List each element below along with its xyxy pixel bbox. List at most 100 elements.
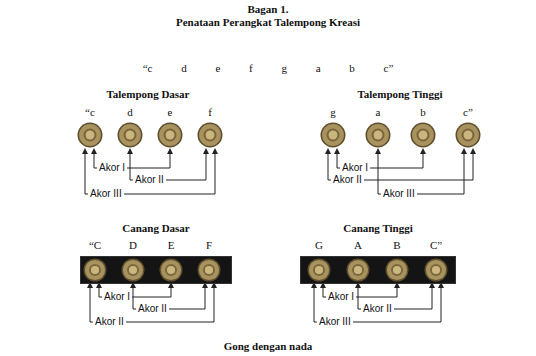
- gong-boss: [167, 266, 175, 274]
- gong-boss: [206, 131, 215, 140]
- group-heading: Talempong Tinggi: [357, 88, 442, 101]
- gong-ring: [165, 264, 177, 276]
- gong-ring: [327, 129, 340, 142]
- group-heading: Canang Dasar: [122, 222, 190, 235]
- arrow-head: [334, 148, 340, 154]
- gong-ring: [313, 264, 325, 276]
- gong-picture: [424, 258, 448, 282]
- gong-node: “c: [77, 122, 103, 148]
- gong-node: d: [117, 122, 143, 148]
- gong-ring: [127, 264, 139, 276]
- gong-node: g: [320, 122, 346, 148]
- gong-picture: [157, 122, 183, 148]
- gong-picture: [117, 122, 143, 148]
- arrow-head: [203, 148, 209, 154]
- gong-rim: [198, 123, 223, 148]
- gong-node: A: [346, 258, 370, 282]
- gong-rim: [308, 259, 331, 282]
- arrow-head: [420, 148, 426, 154]
- gong-boss: [315, 266, 323, 274]
- gong-ring: [84, 129, 97, 142]
- arrow-head: [375, 148, 381, 154]
- gong-picture: [197, 258, 221, 282]
- gong-picture: [410, 122, 436, 148]
- gong-boss: [354, 266, 362, 274]
- gong-rim: [321, 123, 346, 148]
- gong-boss: [419, 131, 428, 140]
- note-name: g: [330, 106, 336, 119]
- note-scale: “c d e f g a b c”: [143, 62, 394, 75]
- note-name: F: [206, 239, 212, 252]
- gong-face: [85, 260, 105, 280]
- gong-rim: [366, 123, 391, 148]
- gong-face: [79, 124, 101, 146]
- gong-node: D: [121, 258, 145, 282]
- figure-subtitle: Penataan Perangkat Talempong Kreasi: [176, 16, 360, 29]
- chord-label: Akor I: [102, 291, 132, 303]
- note-name: C”: [430, 239, 442, 252]
- gong-boss: [86, 131, 95, 140]
- gong-ring: [352, 264, 364, 276]
- gong-boss: [464, 131, 473, 140]
- chord-label: Akor II: [133, 174, 166, 186]
- gong-node: a: [365, 122, 391, 148]
- gong-ring: [204, 129, 217, 142]
- note-name: a: [376, 106, 381, 119]
- gong-rim: [386, 259, 409, 282]
- gong-ring: [372, 129, 385, 142]
- gong-rim: [456, 123, 481, 148]
- gong-rim: [118, 123, 143, 148]
- chord-label: Akor I: [340, 162, 370, 174]
- canang-rack: Canang Dasar“CDEF: [80, 256, 232, 284]
- gong-picture: [83, 258, 107, 282]
- gong-rim: [78, 123, 103, 148]
- footer-note: Gong dengan nada: [224, 340, 313, 353]
- note-name: A: [354, 239, 362, 252]
- gong-picture: [77, 122, 103, 148]
- note-name: f: [208, 106, 212, 119]
- gong-face: [199, 260, 219, 280]
- gong-boss: [91, 266, 99, 274]
- chord-label: Akor II: [361, 303, 394, 315]
- gong-picture: [121, 258, 145, 282]
- gong-ring: [164, 129, 177, 142]
- chord-label: Akor II: [136, 303, 169, 315]
- note-name: b: [420, 106, 426, 119]
- gong-rim: [158, 123, 183, 148]
- gong-face: [387, 260, 407, 280]
- gong-node: G: [307, 258, 331, 282]
- gong-ring: [430, 264, 442, 276]
- gong-ring: [417, 129, 430, 142]
- gong-picture: [197, 122, 223, 148]
- gong-face: [426, 260, 446, 280]
- arrow-head: [82, 148, 88, 154]
- note-name: “C: [89, 239, 101, 252]
- gong-node: E: [159, 258, 183, 282]
- gong-face: [161, 260, 181, 280]
- gong-ring: [203, 264, 215, 276]
- chord-label: Akor III: [317, 316, 353, 328]
- gong-rim: [425, 259, 448, 282]
- gong-node: B: [385, 258, 409, 282]
- gong-ring: [89, 264, 101, 276]
- arrow-head: [167, 148, 173, 154]
- gong-ring: [124, 129, 137, 142]
- gong-rim: [198, 259, 221, 282]
- group-heading: Talempong Dasar: [106, 88, 189, 101]
- note-name: E: [168, 239, 175, 252]
- arrow-head: [127, 148, 133, 154]
- gong-face: [367, 124, 389, 146]
- gong-picture: [320, 122, 346, 148]
- gong-boss: [166, 131, 175, 140]
- chord-label: Akor I: [326, 291, 356, 303]
- chord-label: Akor II: [93, 316, 126, 328]
- gong-boss: [374, 131, 383, 140]
- figure-title: Bagan 1.: [248, 3, 289, 16]
- gong-face: [159, 124, 181, 146]
- gong-node: F: [197, 258, 221, 282]
- gong-node: f: [197, 122, 223, 148]
- gong-face: [322, 124, 344, 146]
- gong-rim: [84, 259, 107, 282]
- gong-boss: [329, 131, 338, 140]
